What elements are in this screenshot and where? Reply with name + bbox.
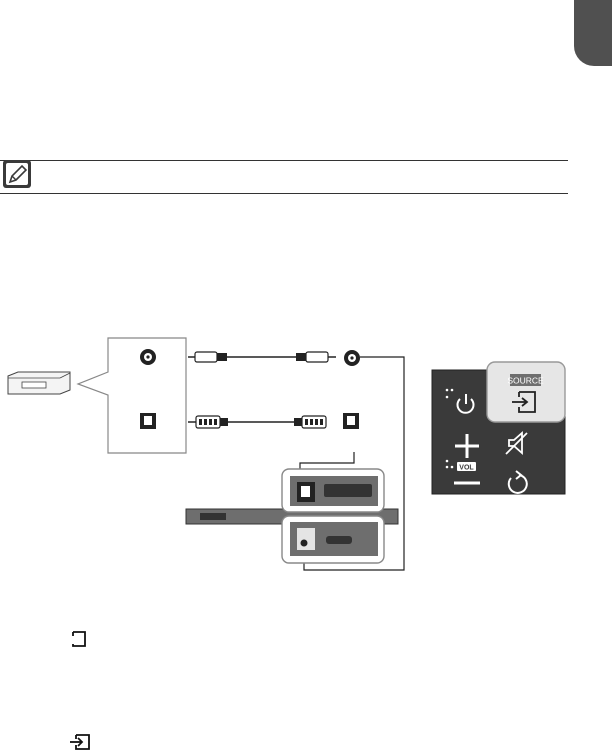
repeat-icon[interactable] [507, 470, 528, 494]
optical-cable [188, 415, 327, 429]
coaxial-cable [188, 351, 336, 363]
chapter-tab [574, 0, 612, 66]
source-input-icon [512, 391, 536, 413]
zoom-optical-port [281, 468, 385, 513]
device-callout [76, 337, 187, 454]
device-optical-jack [140, 413, 156, 429]
source-label: SOURCE [507, 376, 544, 386]
tv-input-icon [72, 631, 86, 647]
external-device [7, 371, 71, 395]
soundbar-port-area [200, 513, 226, 520]
note-rule-top [0, 160, 568, 161]
source-input-icon [70, 734, 90, 750]
power-icon[interactable] [456, 394, 475, 414]
mute-icon[interactable] [505, 431, 528, 455]
soundbar-coaxial-jack [344, 350, 360, 366]
source-button-highlight[interactable]: SOURCE [486, 361, 566, 423]
coaxial-guide-line [303, 356, 405, 571]
zoom-coaxial-port [281, 515, 385, 564]
note-rule-bottom [0, 193, 568, 194]
vol-label: VOL [459, 464, 474, 471]
pencil-note-icon [3, 160, 31, 188]
device-coaxial-jack [140, 349, 156, 365]
plus-icon[interactable] [455, 434, 479, 458]
connection-diagram: VOL SOURCE [7, 337, 566, 571]
soundbar-optical-jack [343, 413, 359, 429]
